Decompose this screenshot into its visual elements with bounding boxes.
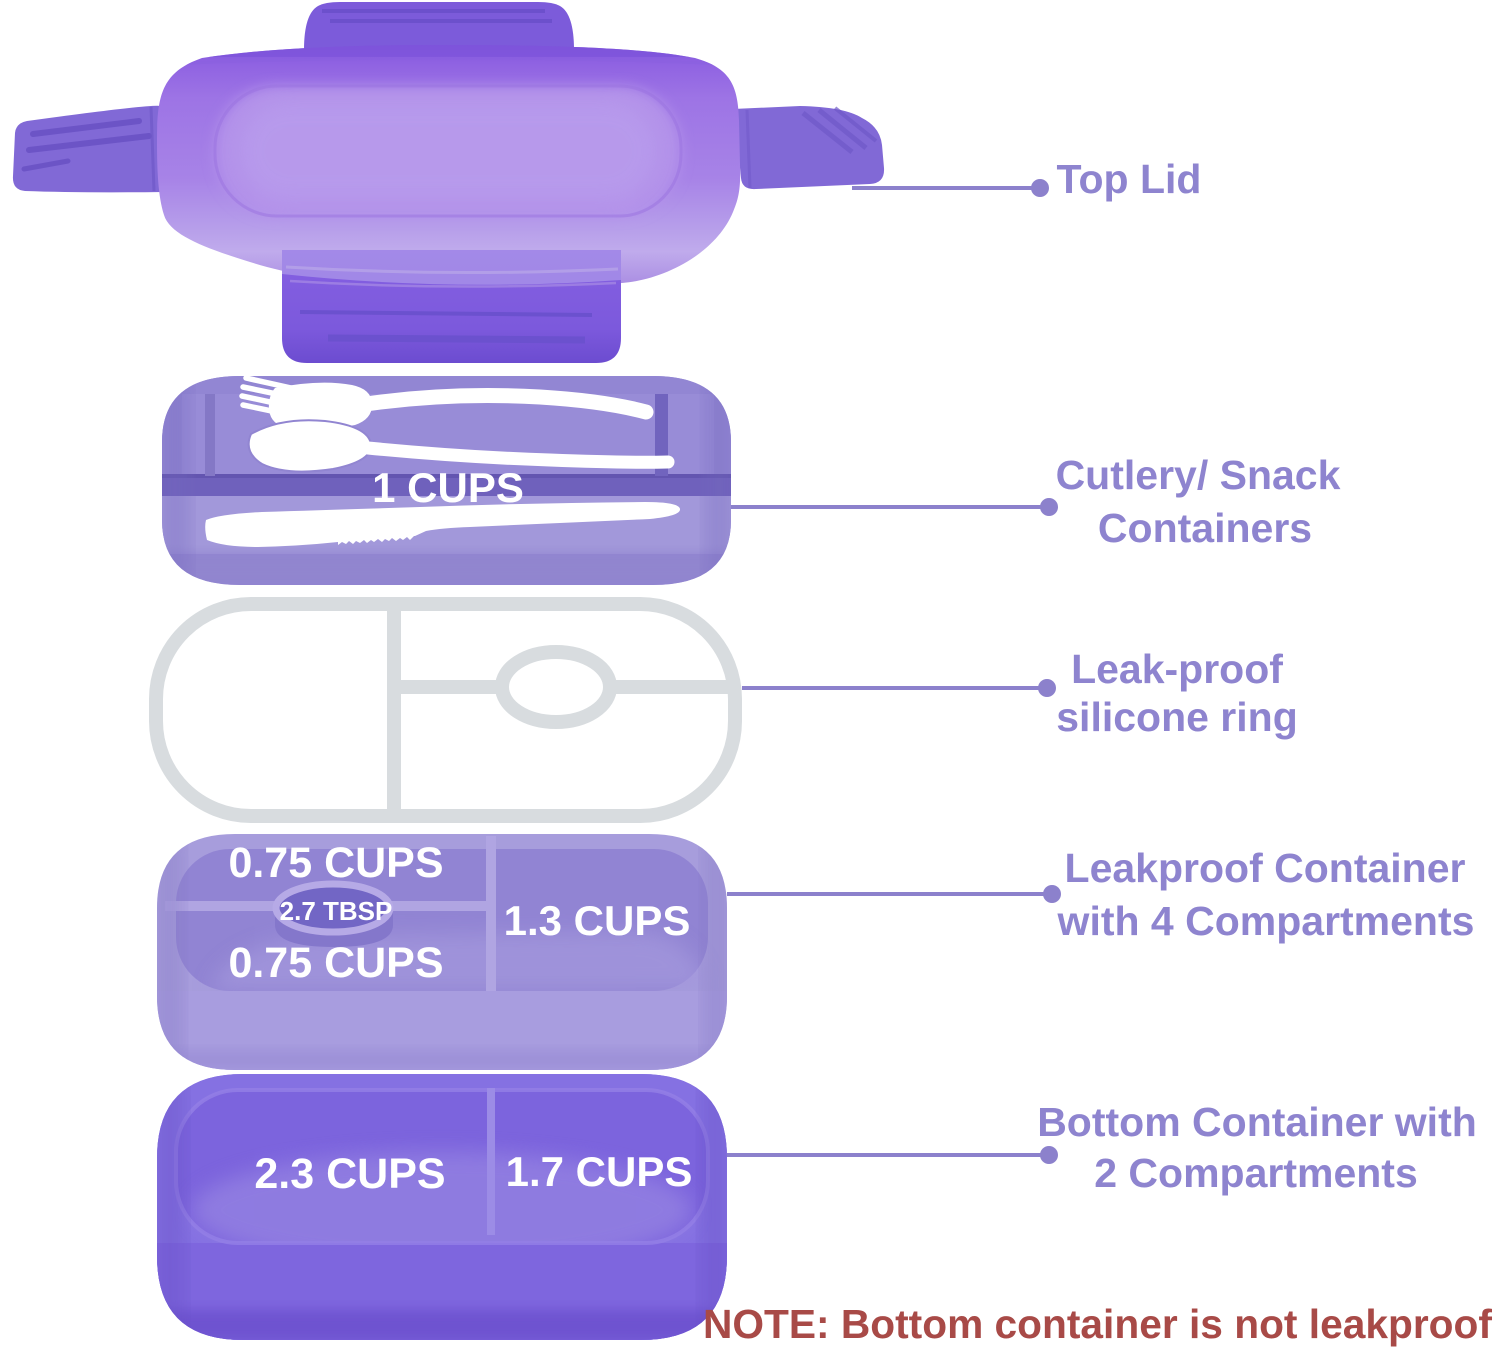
svg-text:2.3 CUPS: 2.3 CUPS [254,1150,445,1198]
svg-text:Top Lid: Top Lid [1057,156,1202,202]
svg-text:Leak-proof: Leak-proof [1071,646,1283,692]
svg-text:NOTE: Bottom container is not: NOTE: Bottom container is not leakproof [703,1301,1492,1347]
svg-text:Bottom Container with: Bottom Container with [1037,1099,1477,1145]
svg-text:0.75 CUPS: 0.75 CUPS [228,839,443,887]
svg-text:2 Compartments: 2 Compartments [1094,1150,1418,1196]
svg-text:silicone ring: silicone ring [1056,694,1298,740]
svg-text:1.7 CUPS: 1.7 CUPS [506,1148,693,1195]
svg-text:1 CUPS: 1 CUPS [372,464,524,511]
svg-text:2.7 TBSP: 2.7 TBSP [280,896,393,926]
svg-text:with 4 Compartments: with 4 Compartments [1057,898,1475,944]
svg-text:0.75 CUPS: 0.75 CUPS [228,939,443,987]
svg-text:Leakproof Container: Leakproof Container [1065,845,1466,891]
svg-text:1.3 CUPS: 1.3 CUPS [504,897,691,944]
svg-text:Containers: Containers [1098,505,1312,551]
svg-text:Cutlery/ Snack: Cutlery/ Snack [1056,452,1341,498]
